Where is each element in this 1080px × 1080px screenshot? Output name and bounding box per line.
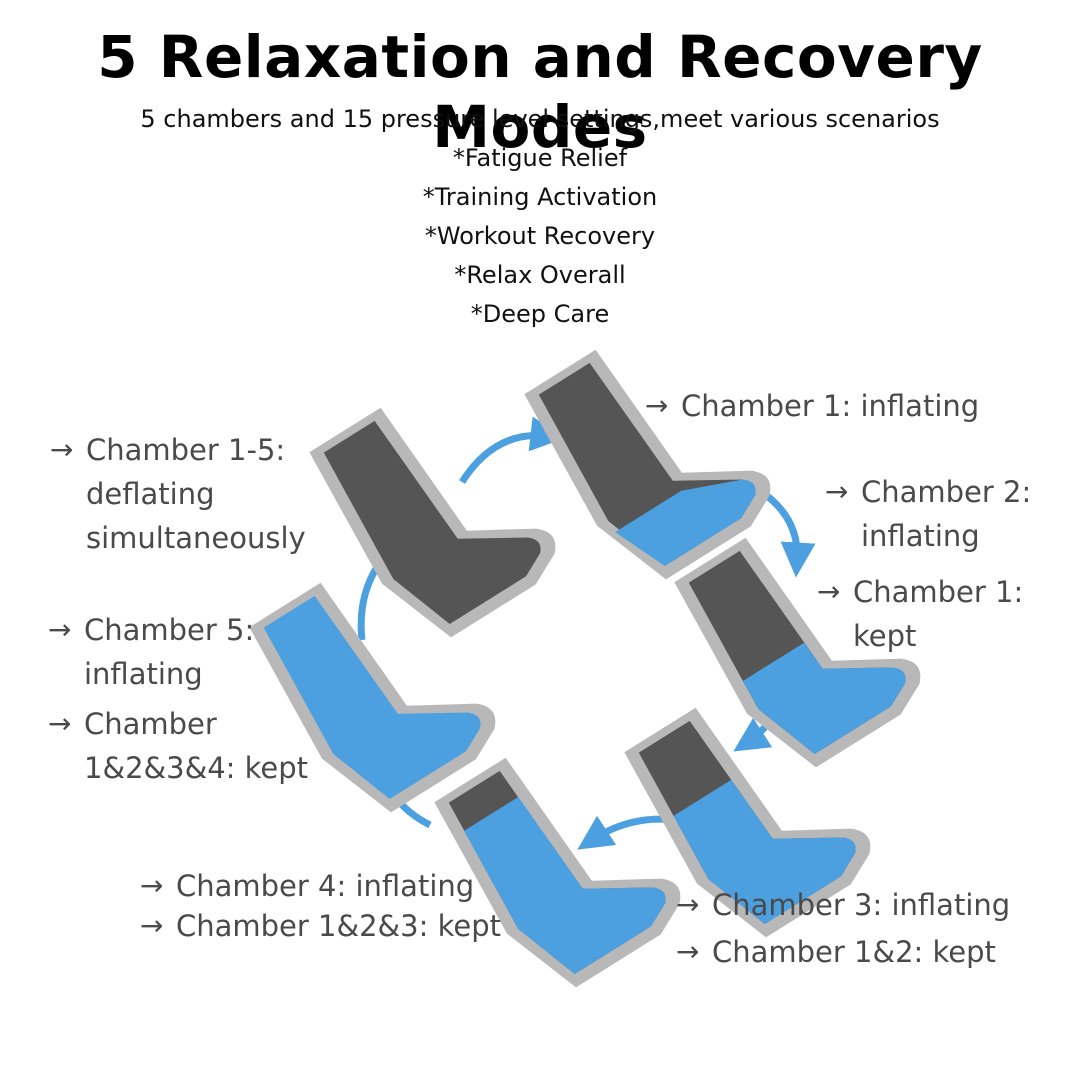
boot-illustration-step1 [524,349,771,580]
step5-label: → Chamber 5: inflating → Chamber 1&2&3&4… [48,608,308,790]
label-line: → Chamber 1: kept [817,570,1031,658]
arrow-right-icon: → [48,613,72,646]
label-line: → Chamber 1-5: deflating simultaneously [50,428,306,560]
subtitle: 5 chambers and 15 pressure level setting… [140,105,940,133]
label-line: → Chamber 1&2&3: kept [140,906,501,946]
step6-label: → Chamber 1-5: deflating simultaneously [50,428,306,560]
mode-item: *Deep Care [470,300,610,328]
label-line: → Chamber 5: inflating [48,608,308,696]
step3-label: → Chamber 3: inflating → Chamber 1&2: ke… [676,883,1010,974]
boot-illustration-step2 [674,537,921,768]
arrow-right-icon: → [676,888,700,921]
step2-label: → Chamber 2: inflating → Chamber 1: kept [817,470,1031,658]
arrow-right-icon: → [645,389,669,422]
label-line: → Chamber 4: inflating [140,866,501,906]
page-title: 5 Relaxation and Recovery Modes [97,23,983,161]
intro-text: 5 chambers and 15 pressure level setting… [0,100,1080,334]
mode-item: *Fatigue Relief [452,144,628,172]
cycle-arrow [459,416,566,484]
arrow-right-icon: → [50,433,74,466]
boot-illustration-step4 [434,757,681,988]
boot-illustration-step5 [249,582,496,813]
arrow-right-icon: → [48,707,72,740]
cycle-arrow [577,815,676,850]
arrow-right-icon: → [140,909,164,942]
label-line: → Chamber 2: inflating [825,470,1031,558]
label-line: → Chamber 1: inflating [645,384,979,428]
label-line: → Chamber 1&2&3&4: kept [48,702,308,790]
step1-label: → Chamber 1: inflating [645,384,979,428]
step4-label: → Chamber 4: inflating → Chamber 1&2&3: … [140,866,501,946]
arrow-right-icon: → [140,869,164,902]
arrow-right-icon: → [676,935,700,968]
label-line: → Chamber 1&2: kept [676,930,1010,974]
label-line: → Chamber 3: inflating [676,883,1010,927]
mode-item: *Training Activation [422,183,658,211]
boot-illustration-step6 [309,407,556,638]
arrow-right-icon: → [817,575,841,608]
mode-item: *Workout Recovery [424,222,656,250]
arrow-right-icon: → [825,475,849,508]
boot-illustration-step3 [624,707,871,938]
mode-item: *Relax Overall [454,261,626,289]
